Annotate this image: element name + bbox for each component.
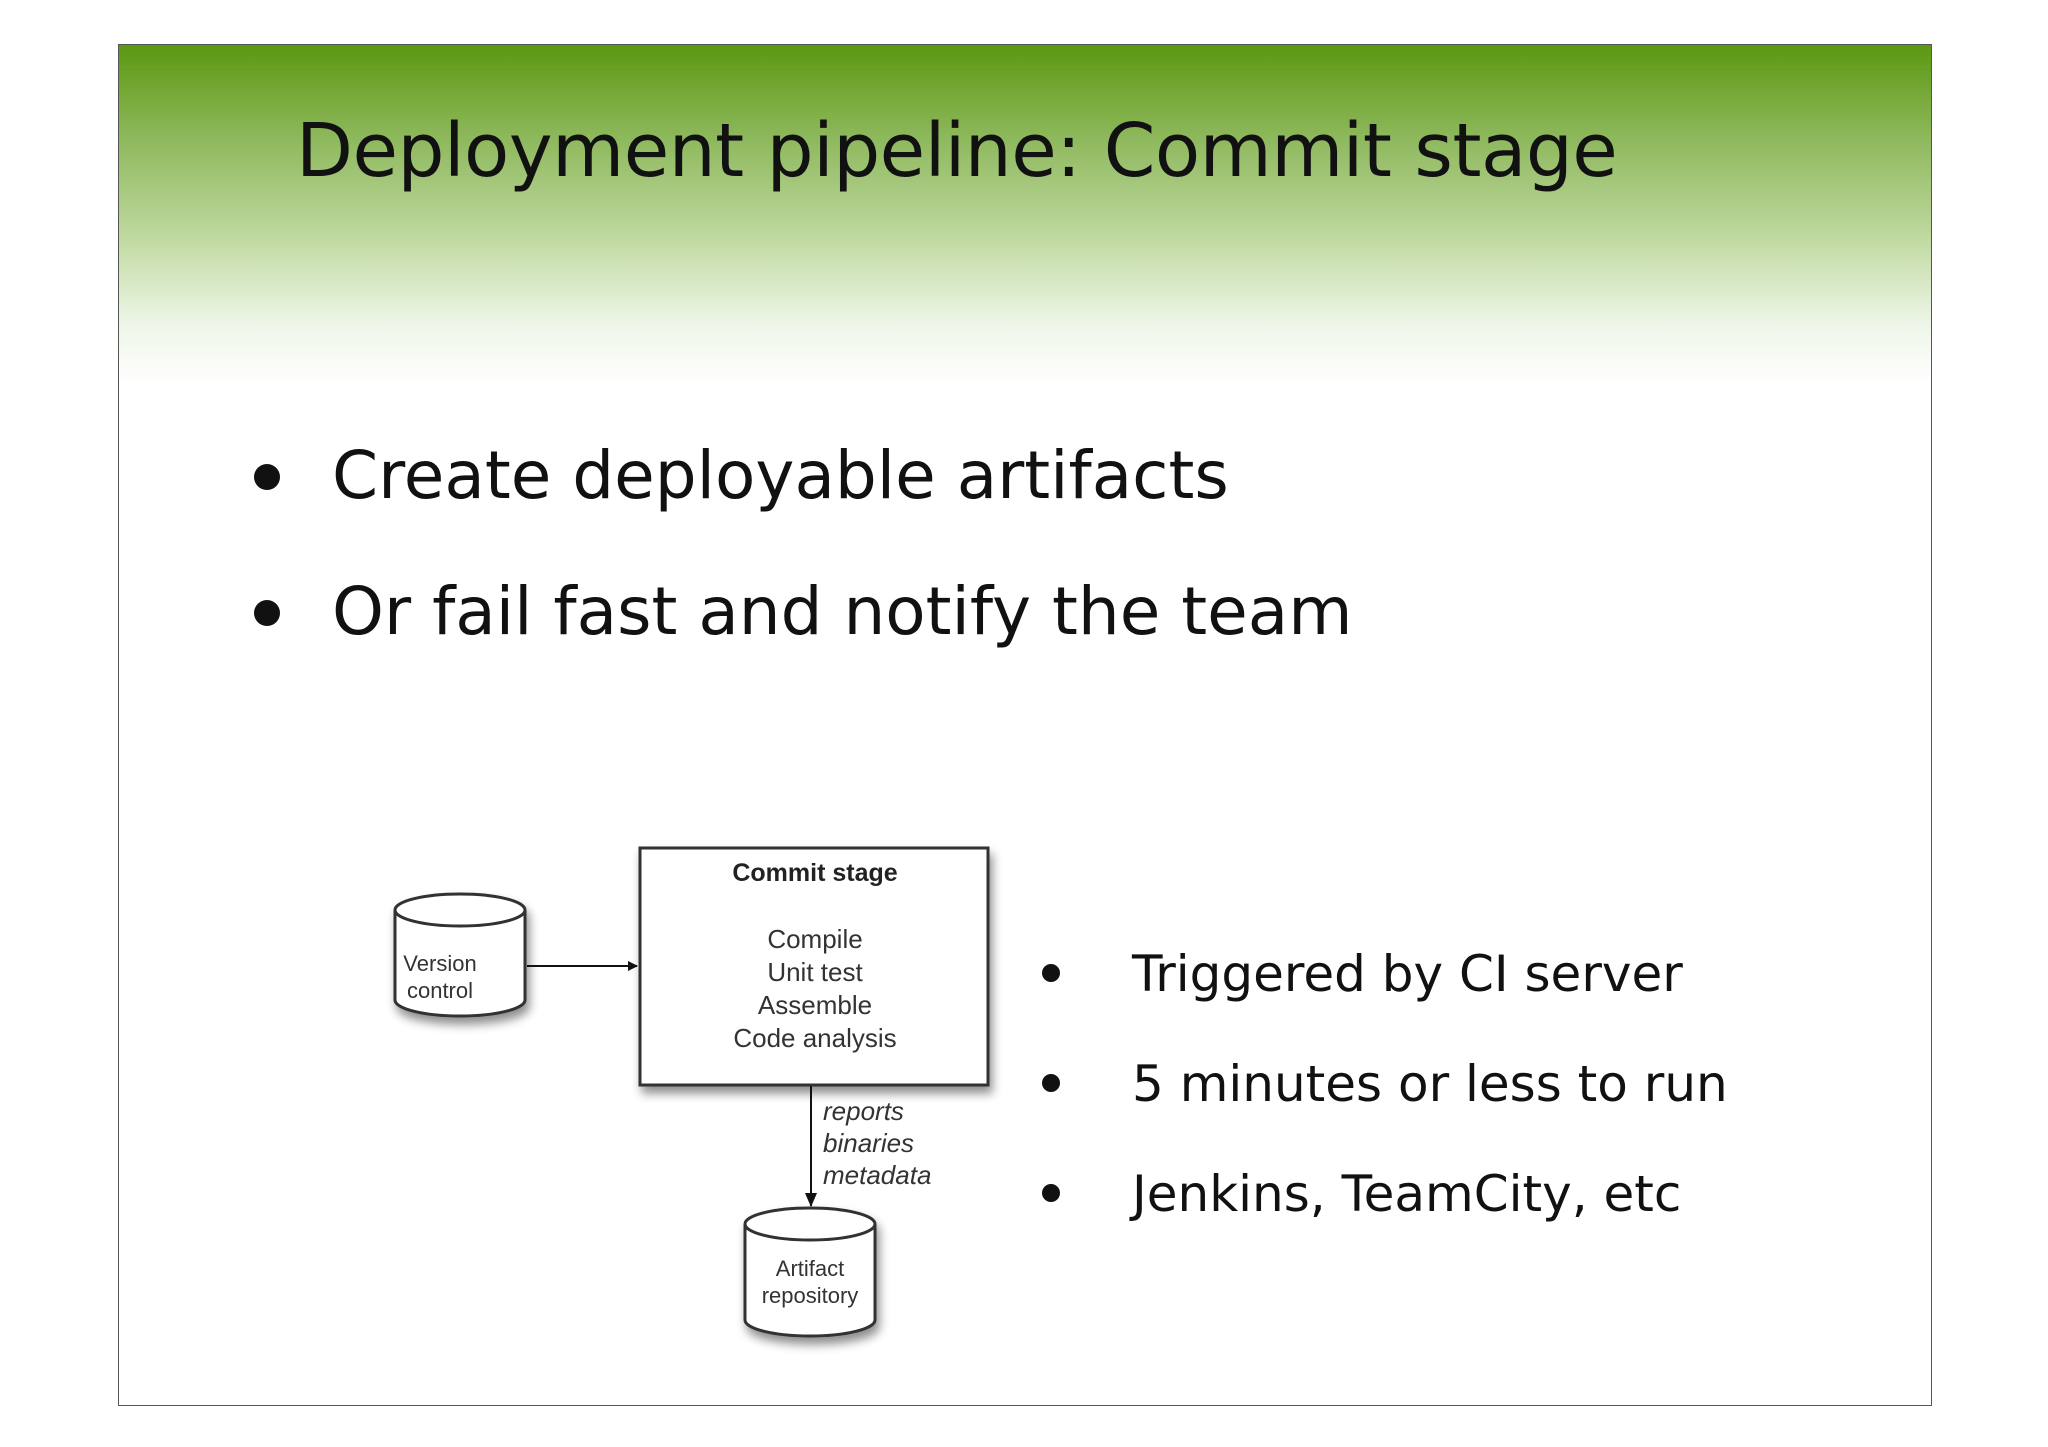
commit-stage-title: Commit stage (732, 859, 898, 887)
detail-bullet-item: 5 minutes or less to run (1040, 1052, 1728, 1162)
diagram-shapes (393, 846, 990, 1338)
artifact-repository-label: Artifact repository (745, 1255, 875, 1309)
version-control-label: Version control (375, 950, 505, 1004)
outputs-label: reports binaries metadata (823, 1095, 931, 1191)
version-control-line: Version (403, 951, 477, 976)
output-item: reports (823, 1096, 904, 1126)
commit-step: Code analysis (733, 1023, 897, 1053)
main-bullet-list: Create deployable artifacts Or fail fast… (250, 436, 1353, 708)
commit-stage-box (638, 846, 990, 1087)
detail-bullet-list: Triggered by CI server 5 minutes or less… (1040, 942, 1728, 1272)
version-control-line: control (406, 978, 474, 1003)
output-item: metadata (823, 1160, 932, 1190)
artifact-line: Artifact (775, 1256, 845, 1281)
commit-step: Unit test (767, 957, 863, 987)
commit-step: Assemble (757, 990, 873, 1020)
detail-bullet-item: Triggered by CI server (1040, 942, 1728, 1052)
slide-frame (118, 44, 1932, 1406)
slide-title: Deployment pipeline: Commit stage (296, 108, 1618, 194)
detail-bullet-item: Jenkins, TeamCity, etc (1040, 1162, 1728, 1272)
bullet-item: Create deployable artifacts (250, 436, 1353, 572)
artifact-repository-cylinder (743, 1206, 877, 1338)
bullet-item: Or fail fast and notify the team (250, 572, 1353, 708)
artifact-line: repository (761, 1283, 859, 1308)
version-control-cylinder (393, 892, 527, 1018)
commit-stage-steps: Compile Unit test Assemble Code analysis (640, 923, 990, 1055)
output-item: binaries (823, 1128, 915, 1158)
commit-step: Compile (767, 924, 863, 954)
commit-stage-diagram: Version control Commit stage Compile Uni… (355, 830, 990, 1370)
